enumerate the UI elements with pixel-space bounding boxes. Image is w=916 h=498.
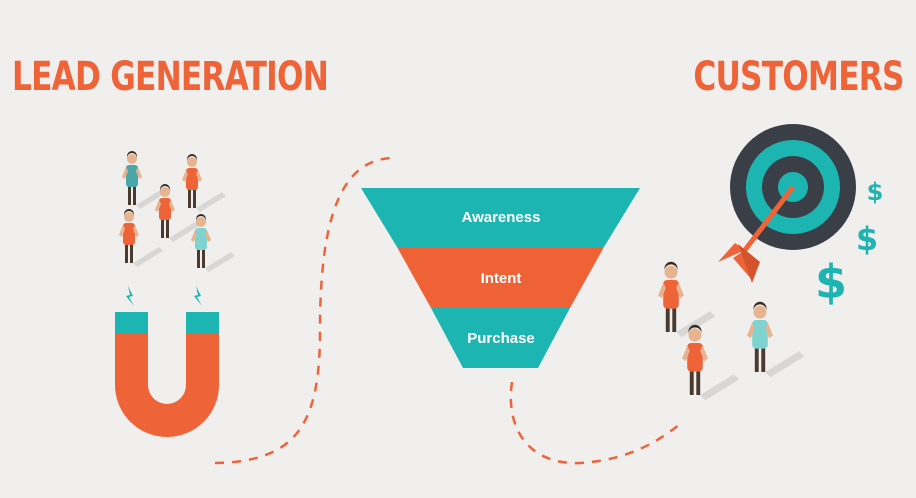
dollar-icon: $ <box>867 178 884 206</box>
person-icon <box>658 261 716 338</box>
funnel: Awareness Intent Purchase <box>361 188 640 368</box>
person-icon <box>191 214 235 272</box>
funnel-label-purchase: Purchase <box>467 330 535 347</box>
funnel-stage-awareness <box>361 188 640 247</box>
dashed-path-right <box>509 381 681 465</box>
arrow-icon <box>718 185 795 283</box>
funnel-label-intent: Intent <box>481 270 522 287</box>
dollar-icon: $ <box>815 255 847 309</box>
person-icon <box>682 324 740 401</box>
dollar-icon: $ <box>856 220 878 258</box>
person-icon <box>747 301 805 378</box>
magnet-icon <box>115 286 219 437</box>
customers-title: CUSTOMERS <box>693 54 905 100</box>
person-icon <box>182 154 226 212</box>
person-icon <box>119 209 163 267</box>
person-icon <box>155 184 199 242</box>
dashed-path-left <box>214 156 393 465</box>
lead-generation-title: LEAD GENERATION <box>12 54 329 100</box>
funnel-stage-purchase <box>431 308 570 368</box>
funnel-label-awareness: Awareness <box>462 209 541 226</box>
funnel-stage-intent <box>397 247 604 308</box>
